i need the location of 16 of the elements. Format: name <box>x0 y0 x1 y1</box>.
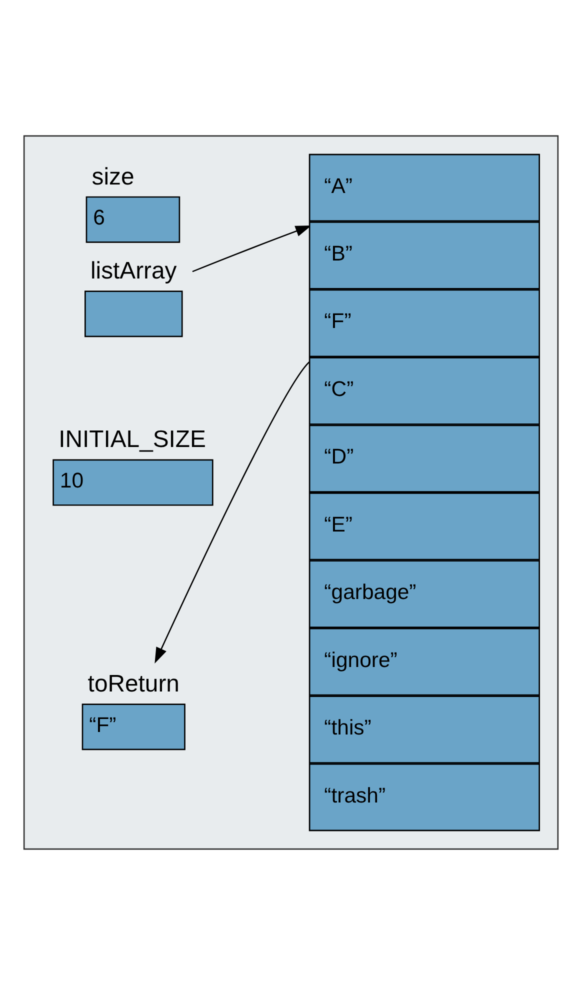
node-box: “this” <box>308 695 540 763</box>
node-box: “A” <box>308 153 540 222</box>
arrow <box>192 225 312 272</box>
node-box: “ignore” <box>308 627 540 696</box>
node-box: “trash” <box>308 762 540 831</box>
node-label: toReturn <box>88 670 180 698</box>
node-box: “F” <box>308 288 540 357</box>
node-label: INITIAL_SIZE <box>58 426 206 453</box>
node-box: “B” <box>308 221 540 289</box>
node-box: “D” <box>308 424 540 492</box>
node-label: listArray <box>90 257 177 284</box>
node-box: “E” <box>308 492 540 560</box>
cluster <box>23 134 559 850</box>
node-box: “garbage” <box>308 560 540 628</box>
node-box: “C” <box>308 356 540 424</box>
node-label: size <box>92 162 134 190</box>
